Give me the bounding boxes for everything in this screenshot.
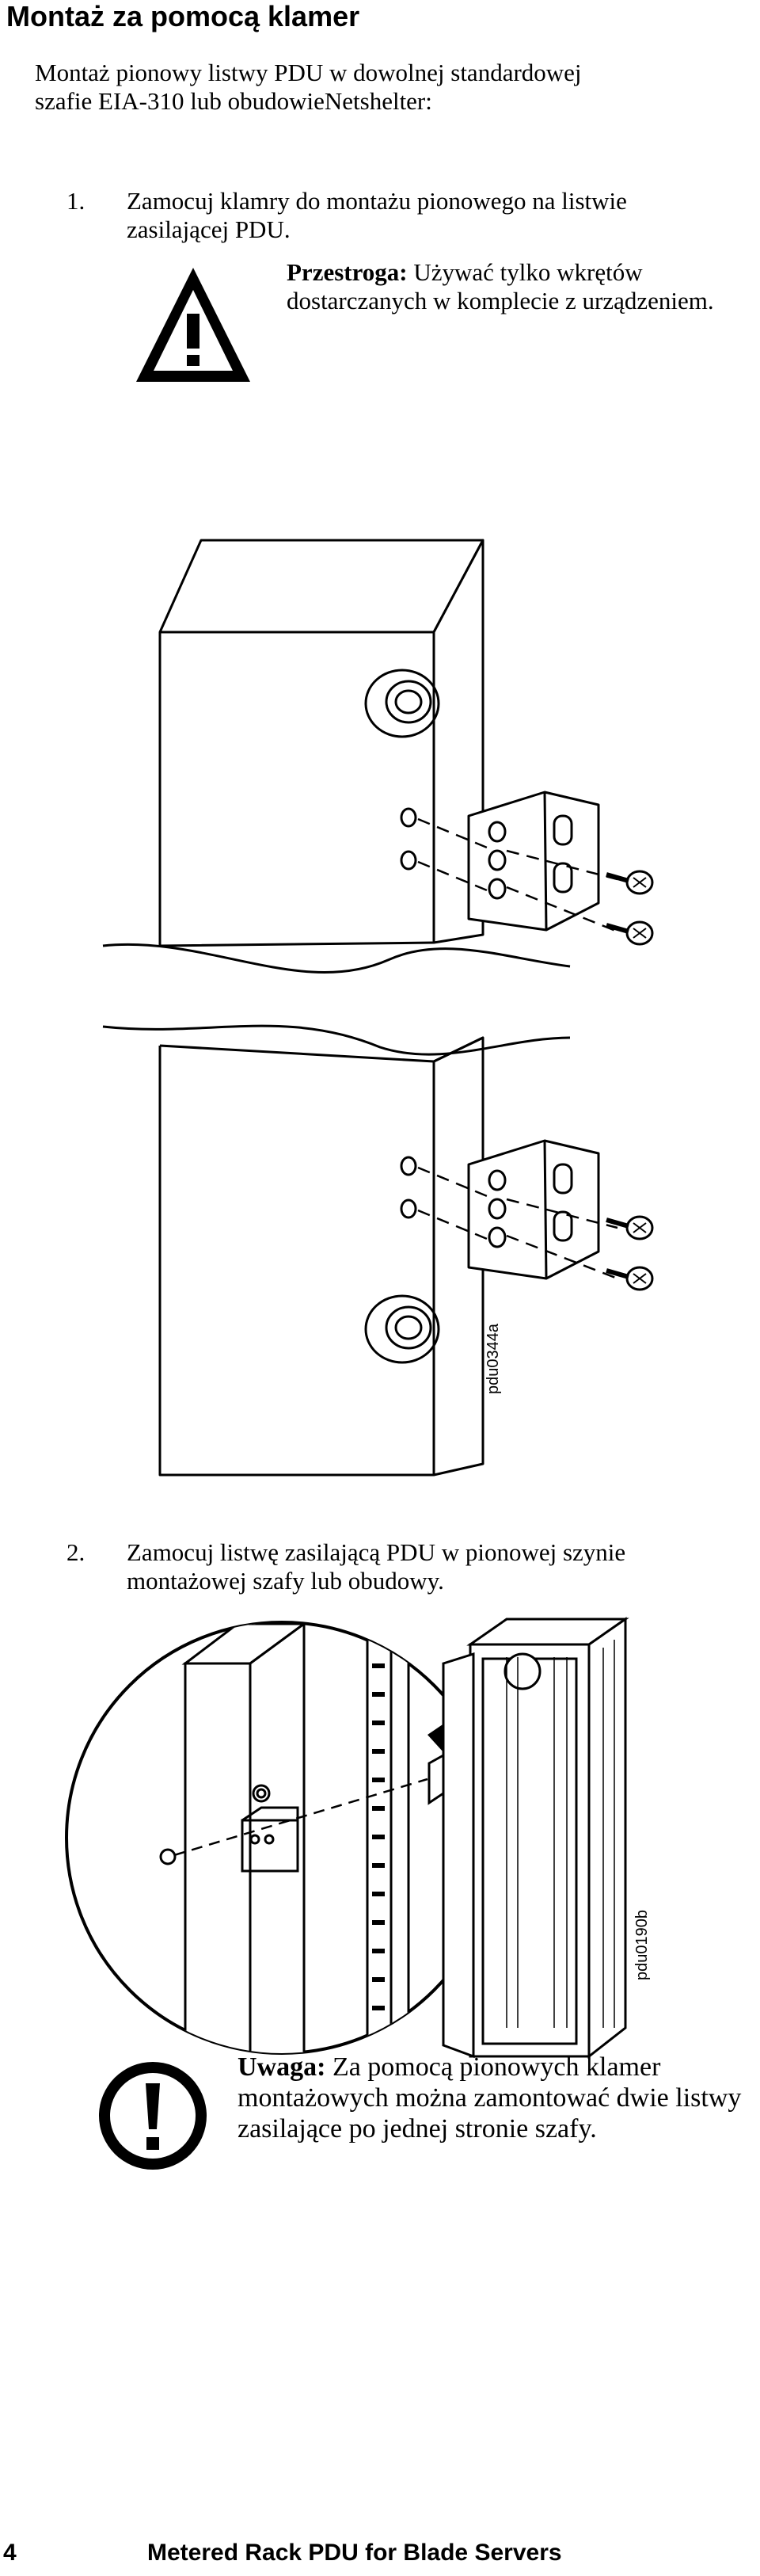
figure-2-code: pdu0190b bbox=[633, 1910, 651, 1980]
note-label: Uwaga: bbox=[238, 2052, 326, 2082]
step-2-text: Zamocuj listwę zasilającą PDU w pionowej… bbox=[127, 1538, 626, 1595]
note-text: Za pomocą pionowych klamer montażowych m… bbox=[238, 2052, 742, 2143]
caution-label: Przestroga: bbox=[287, 258, 408, 286]
step-2-number: 2. bbox=[66, 1538, 86, 1566]
note-block: Uwaga: Za pomocą pionowych klamer montaż… bbox=[238, 2052, 760, 2144]
figure-bracket-mounting bbox=[102, 539, 654, 1477]
warning-triangle-icon bbox=[136, 268, 250, 382]
caution-block: Przestroga: Używać tylko wkrętów dostarc… bbox=[287, 258, 730, 315]
step-1-number: 1. bbox=[66, 187, 86, 215]
caution-text: Używać tylko wkrętów dostarczanych w kom… bbox=[287, 258, 714, 314]
page-number: 4 bbox=[3, 2540, 17, 2566]
step-1-text: Zamocuj klamry do montażu pionowego na l… bbox=[127, 187, 627, 243]
figure-1-code: pdu0344a bbox=[484, 1324, 502, 1394]
section-title: Montaż za pomocą klamer bbox=[6, 0, 360, 32]
document-title: Metered Rack PDU for Blade Servers bbox=[147, 2540, 562, 2566]
figure-rack-mounting bbox=[65, 1617, 629, 2060]
intro-text: Montaż pionowy listwy PDU w dowolnej sta… bbox=[35, 59, 582, 115]
exclamation-circle-icon bbox=[99, 2062, 207, 2170]
